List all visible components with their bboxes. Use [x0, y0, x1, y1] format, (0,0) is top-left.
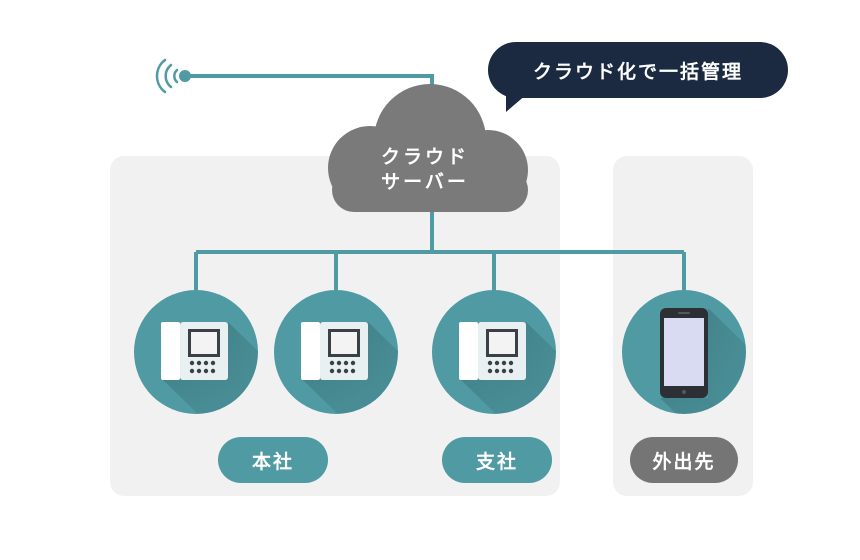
- remote-location-label: 外出先: [630, 437, 738, 483]
- cloud-icon: [328, 84, 528, 212]
- intercom-monitor-icon: [134, 290, 258, 414]
- cloud-label-line2: サーバー: [381, 171, 469, 193]
- cloud-server-label: クラウド サーバー: [335, 145, 515, 195]
- branch-office-label: 支社: [442, 437, 552, 483]
- callout-tail: [506, 88, 534, 112]
- wifi-signal-icon: [155, 58, 179, 94]
- callout-text: クラウド化で一括管理: [532, 60, 743, 83]
- cloud-label-line1: クラウド: [380, 146, 469, 168]
- smartphone-icon: [622, 290, 746, 414]
- connection-lines: [194, 205, 686, 292]
- intercom-monitor-icon: [432, 290, 556, 414]
- intercom-monitor-icon: [274, 290, 398, 414]
- callout-bubble: クラウド化で一括管理: [488, 42, 788, 98]
- head-office-label: 本社: [218, 437, 328, 483]
